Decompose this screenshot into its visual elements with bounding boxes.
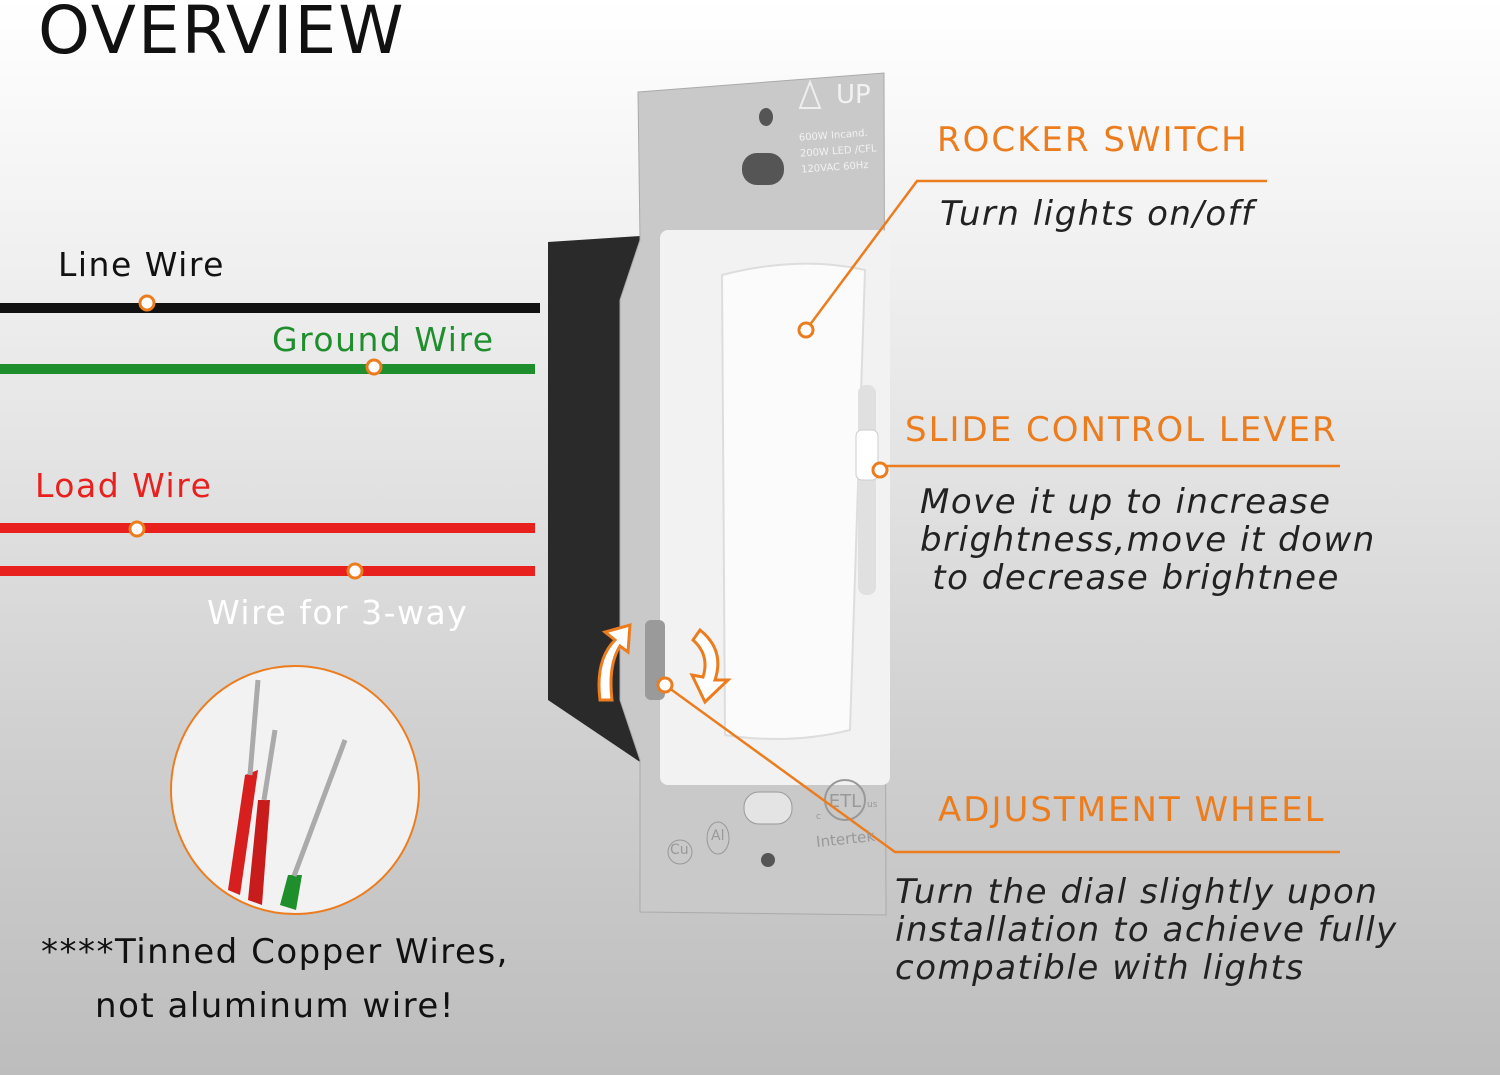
ground-wire [0,364,535,374]
line-wire [0,303,540,313]
rotate-up-arrow-icon [597,622,632,702]
load-wire-label: Load Wire [35,466,213,505]
page-title: OVERVIEW [38,0,406,69]
etl-us-label: us [867,800,878,810]
tinned-wire-note: ****Tinned Copper Wires, not aluminum wi… [30,925,520,1033]
note-line-2: not aluminum wire! [95,986,455,1026]
load-wire [0,523,535,533]
screw-hole-bottom [761,853,775,867]
adjustment-wheel-desc: Turn the dial slightly upon installation… [895,872,1398,988]
rocker-dot [797,321,815,339]
rocker-leader [804,179,1267,331]
note-line-1: ****Tinned Copper Wires, [41,932,509,972]
rocker-switch-desc: Turn lights on/off [940,194,1255,234]
wheel-leader [664,683,1340,854]
slide-dot [871,461,889,479]
etl-logo-text: ETL [829,791,861,812]
ground-wire-dot [365,358,383,376]
line-wire-label: Line Wire [58,245,225,284]
cu-mark [667,839,693,865]
up-triangle-icon [798,79,822,109]
al-mark [706,821,730,855]
cu-label: Cu [670,842,689,858]
screw-hole-top [759,108,773,126]
threeway-wire-label: Wire for 3-way [207,593,469,632]
threeway-wire [0,566,535,576]
etl-c-label: c [816,812,821,822]
tinned-wire-closeup [170,665,420,915]
mount-slot-bottom [743,791,793,825]
ground-wire-label: Ground Wire [272,320,495,359]
rocker-switch[interactable] [720,262,867,740]
up-label: UP [836,80,871,110]
al-label: Al [711,828,725,844]
adjustment-wheel-title: ADJUSTMENT WHEEL [938,790,1326,830]
wheel-dot [656,676,674,694]
slide-lever-track[interactable] [858,385,876,595]
slide-lever-desc: Move it up to increase brightness,move i… [920,482,1376,598]
rating-label: 600W Incand. 200W LED /CFL 120VAC 60Hz [798,125,878,178]
rocker-switch-title: ROCKER SWITCH [937,120,1249,160]
threeway-wire-dot [346,562,364,580]
slide-lever-title: SLIDE CONTROL LEVER [905,410,1338,450]
rotate-down-arrow-icon [689,627,732,705]
load-wire-dot [128,520,146,538]
mount-slot-top [742,153,784,185]
line-wire-dot [138,294,156,312]
